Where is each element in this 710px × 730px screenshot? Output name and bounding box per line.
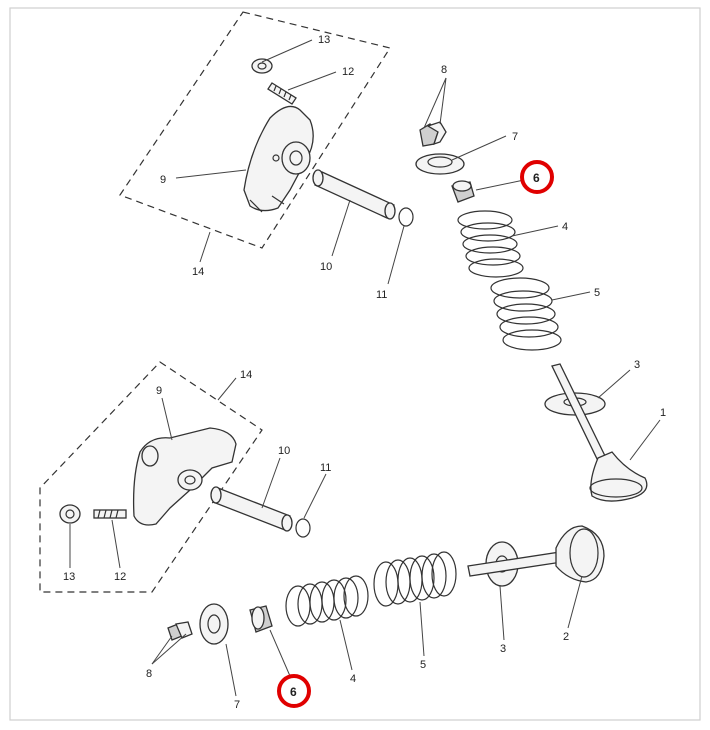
valve-spring-outer-bottom [373, 551, 457, 607]
rocker-shaft-top [312, 169, 396, 220]
callout-top-3: 3 [634, 359, 640, 371]
callout-top-9: 9 [160, 174, 166, 186]
callout-bottom-14: 14 [240, 369, 252, 381]
callout-top-10: 10 [320, 261, 332, 273]
callout-top-6: 6 [533, 171, 540, 185]
callout-top-14: 14 [192, 266, 204, 278]
callout-labels: 13 12 9 10 11 14 8 7 6 4 5 3 1 14 9 10 1… [63, 34, 666, 711]
rocker-shaft-bottom [210, 486, 293, 532]
callout-bottom-12: 12 [114, 571, 126, 583]
rocker-arm-top [243, 105, 314, 213]
adjusting-screw-bottom [93, 509, 127, 519]
callout-bottom-9: 9 [156, 385, 162, 397]
valve-stem-seal-top [451, 180, 475, 203]
callout-bottom-6: 6 [290, 685, 297, 699]
callout-bottom-11: 11 [320, 462, 331, 474]
valve-spring-inner-top [457, 210, 524, 278]
callout-bottom-5: 5 [420, 659, 426, 671]
callout-bottom-7: 7 [234, 699, 240, 711]
callout-top-5: 5 [594, 287, 600, 299]
callout-top-13: 13 [318, 34, 330, 46]
valve-cotters-top [419, 121, 447, 147]
rocker-arm-group-outline-top [119, 11, 391, 249]
rocker-arm-bottom [132, 427, 237, 526]
callout-top-4: 4 [562, 221, 568, 233]
diagram-border [9, 7, 701, 721]
rocker-arm-group-outline-bottom [39, 361, 263, 593]
nut-bottom [59, 504, 81, 524]
callout-bottom-2: 2 [563, 631, 569, 643]
callout-bottom-10: 10 [278, 445, 290, 457]
callout-bottom-8: 8 [146, 668, 152, 680]
valve-spring-outer-top [490, 277, 562, 351]
valve-bottom [467, 525, 605, 583]
callout-top-12: 12 [342, 66, 354, 78]
adjusting-screw-top [267, 82, 297, 105]
highlight-circle-top-6 [520, 160, 554, 194]
callout-top-11: 11 [376, 289, 387, 301]
highlight-circle-bottom-6 [277, 674, 311, 708]
callout-bottom-4: 4 [350, 673, 356, 685]
callout-top-8: 8 [441, 64, 447, 76]
callout-top-1: 1 [660, 407, 666, 419]
valve-top [551, 363, 648, 502]
spring-retainer-bottom [199, 603, 229, 645]
leader-lines [69, 39, 661, 697]
valve-spring-inner-bottom [285, 575, 369, 627]
o-ring-top [398, 207, 414, 227]
callout-top-7: 7 [512, 131, 518, 143]
nut-top [251, 58, 273, 74]
o-ring-bottom [295, 518, 311, 538]
valve-stem-seal-bottom [249, 605, 273, 633]
callout-bottom-3: 3 [500, 643, 506, 655]
callout-bottom-13: 13 [63, 571, 75, 583]
spring-retainer-top [415, 153, 465, 175]
